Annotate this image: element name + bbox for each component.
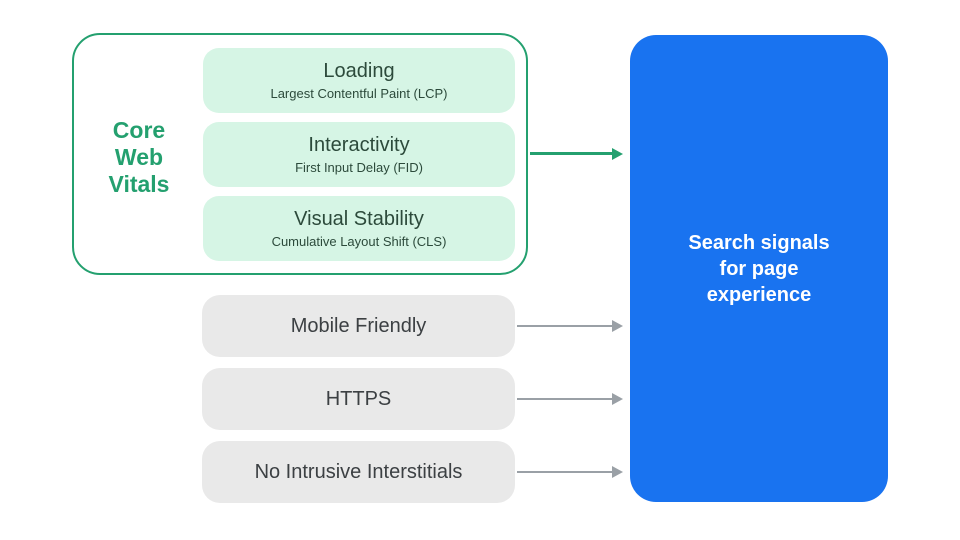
vital-box-loading: Loading Largest Contentful Paint (LCP)	[203, 48, 515, 113]
search-signals-text-line: for page	[719, 257, 799, 280]
core-web-vitals-label: Core Web Vitals	[79, 117, 199, 198]
arrow-head-icon	[612, 393, 623, 405]
search-signals-text-line: experience	[706, 283, 812, 306]
signal-box-mobile-friendly: Mobile Friendly	[202, 295, 515, 357]
vital-title: Interactivity	[308, 134, 410, 156]
core-web-vitals-arrow	[530, 148, 623, 160]
vital-subtitle: First Input Delay (FID)	[295, 160, 423, 175]
mobile-friendly-arrow	[517, 320, 623, 332]
arrow-shaft	[517, 398, 613, 400]
vital-box-visual-stability: Visual Stability Cumulative Layout Shift…	[203, 196, 515, 261]
arrow-shaft	[517, 471, 613, 473]
core-web-vitals-label-line: Core	[112, 117, 166, 143]
vital-subtitle: Cumulative Layout Shift (CLS)	[271, 234, 447, 249]
core-web-vitals-label-line: Web	[114, 144, 164, 170]
signal-label: No Intrusive Interstitials	[254, 460, 463, 483]
search-signals-text-line: Search signals	[688, 231, 830, 254]
search-signals-panel: Search signals for page experience	[630, 35, 888, 502]
arrow-head-icon	[612, 320, 623, 332]
signal-label: HTTPS	[325, 387, 392, 410]
core-web-vitals-label-line: Vitals	[108, 171, 170, 197]
arrow-head-icon	[612, 466, 623, 478]
arrow-shaft	[517, 325, 613, 327]
vital-title: Visual Stability	[294, 208, 424, 230]
signal-box-no-intrusive-interstitials: No Intrusive Interstitials	[202, 441, 515, 503]
vital-box-interactivity: Interactivity First Input Delay (FID)	[203, 122, 515, 187]
core-web-vitals-group	[72, 33, 528, 275]
arrow-head-icon	[612, 148, 623, 160]
signal-label: Mobile Friendly	[290, 314, 427, 337]
signal-box-https: HTTPS	[202, 368, 515, 430]
https-arrow	[517, 393, 623, 405]
vital-subtitle: Largest Contentful Paint (LCP)	[270, 86, 448, 101]
vital-title: Loading	[323, 60, 395, 82]
no-intrusive-interstitials-arrow	[517, 466, 623, 478]
arrow-shaft	[530, 152, 613, 155]
